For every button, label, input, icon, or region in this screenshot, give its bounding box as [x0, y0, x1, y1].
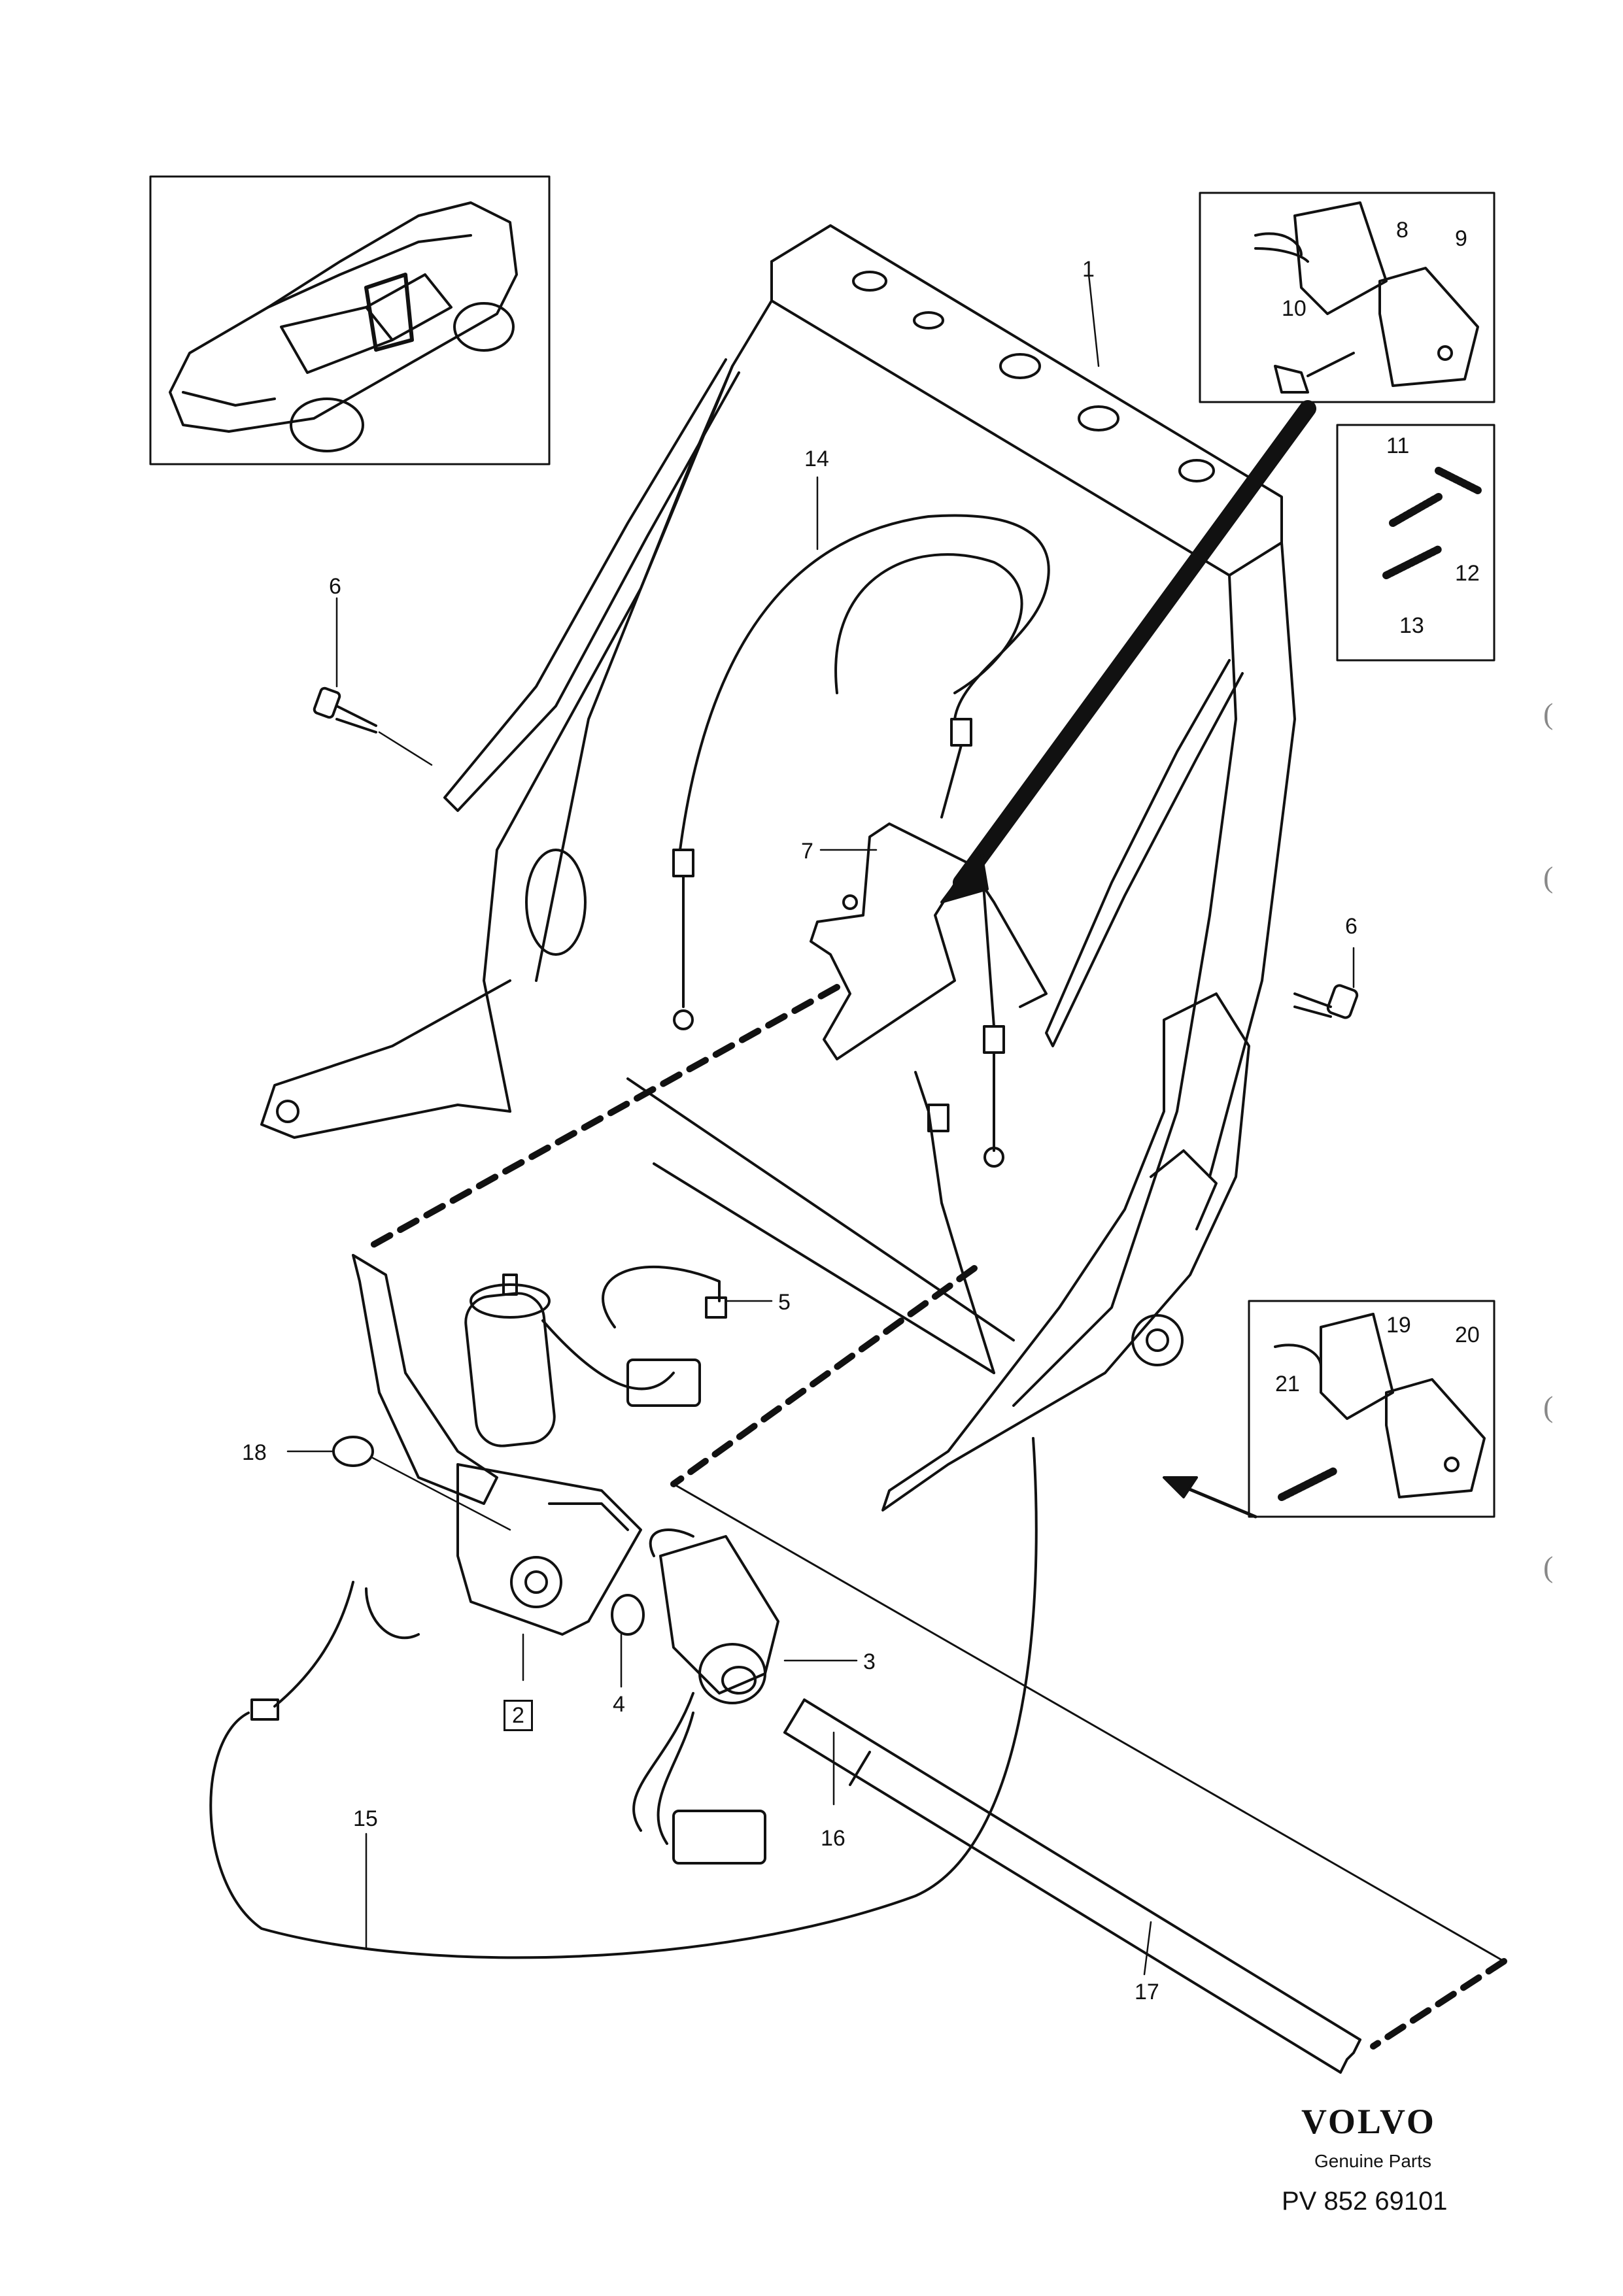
callout-20: 20 [1455, 1323, 1480, 1347]
car-thumbnail-inset [149, 175, 551, 465]
callout-14: 14 [804, 447, 829, 471]
callout-10: 10 [1282, 296, 1307, 321]
callout-1: 1 [1082, 257, 1095, 282]
callout-13: 13 [1399, 613, 1424, 638]
detail-arrow-bottom [1163, 1476, 1257, 1519]
callout-8: 8 [1396, 218, 1409, 243]
callout-11: 11 [1386, 433, 1410, 458]
callout-21: 21 [1275, 1372, 1300, 1396]
connector-part-3 [632, 1528, 779, 1865]
inset-springs-detail [1336, 424, 1495, 662]
washer [332, 1436, 374, 1467]
document-code: PV 852 69101 [1282, 2187, 1448, 2216]
callout-7: 7 [801, 839, 813, 864]
callout-19: 19 [1386, 1313, 1411, 1338]
leader-lines [286, 273, 1355, 1976]
inset-clip-detail-lower [1248, 1300, 1495, 1518]
dashed-connections [363, 984, 1507, 2050]
bolt-left [313, 686, 377, 734]
callout-18: 18 [242, 1440, 267, 1465]
side-straps [443, 358, 1244, 1047]
callout-6-left: 6 [329, 574, 341, 599]
detail-arrow-top [940, 400, 1316, 903]
tube-outline [672, 1483, 1505, 1963]
inset-clip-detail [1199, 192, 1495, 403]
callout-16: 16 [821, 1826, 846, 1851]
motor-assembly [352, 1254, 701, 1636]
callout-3: 3 [863, 1649, 876, 1674]
callout-6-right: 6 [1345, 914, 1358, 939]
callout-9: 9 [1455, 226, 1467, 251]
margin-mark: ( [1543, 1390, 1554, 1423]
callout-2: 2 [504, 1700, 533, 1731]
cable-part-15 [209, 1437, 1038, 1959]
volvo-logo: VOLVO [1301, 2102, 1436, 2141]
callout-15: 15 [353, 1806, 378, 1831]
drive-shaft [783, 1698, 1361, 2074]
callout-12: 12 [1455, 561, 1480, 586]
callout-17: 17 [1135, 1980, 1159, 2004]
margin-mark: ( [1543, 1550, 1554, 1583]
cable-tie [602, 1265, 727, 1328]
spacer-ring [611, 1594, 645, 1636]
callout-5: 5 [778, 1290, 791, 1315]
brand-tagline: Genuine Parts [1314, 2151, 1431, 2171]
switch-bracket [810, 822, 1048, 1060]
seat-back-frame [260, 224, 1296, 1511]
bolt-right [1293, 984, 1359, 1019]
margin-mark: ( [1543, 860, 1554, 894]
callout-4: 4 [613, 1692, 625, 1717]
wiring-harness [672, 514, 1050, 1374]
margin-mark: ( [1543, 697, 1554, 730]
